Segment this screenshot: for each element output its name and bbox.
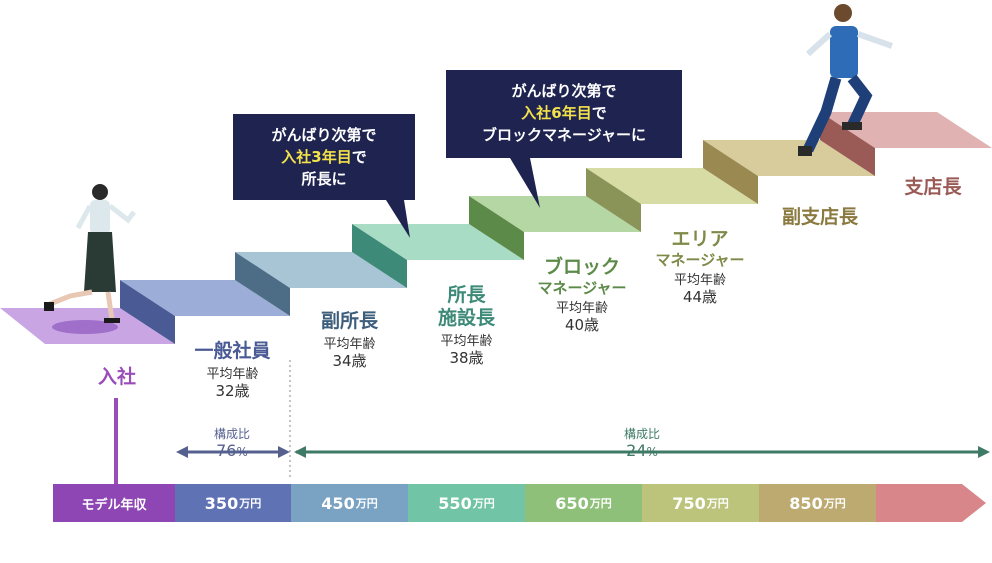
entry-label: 入社 (97, 366, 136, 388)
level-shocho-age-label: 平均年齢 (440, 333, 493, 349)
level-area-age-label: 平均年齢 (673, 272, 726, 288)
salary-650-unit: 万円 (589, 497, 612, 510)
level-ippan-title: 一般社員 (194, 340, 271, 362)
salary-550-value: 550 (438, 493, 472, 513)
step-1-side (120, 280, 175, 344)
level-shocho-age: 38歳 (449, 349, 484, 368)
salary-bar-label-text: モデル年収 (81, 497, 147, 513)
salary-bar-arrow-tip (962, 484, 986, 522)
bubble-2-hl-suffix: で (591, 104, 607, 122)
step-6-side (703, 140, 758, 204)
bubble-2-highlight: 入社6年目 (521, 104, 592, 122)
ratio-label-1: 構成比 76% (190, 427, 274, 460)
step-1-top (120, 280, 290, 316)
step-3-top (352, 224, 524, 260)
man-figure (798, 4, 893, 156)
ratio-2-value-wrap: 24% (600, 440, 684, 460)
ratio-1-label: 構成比 (213, 427, 250, 441)
level-ippan: 一般社員 平均年齢 32歳 (175, 340, 290, 400)
step-4-top (469, 196, 641, 232)
bubble-1-hl-suffix: で (351, 148, 367, 166)
level-area-title: エリア (671, 228, 729, 250)
entry-floor-shadow (52, 320, 118, 334)
level-area: エリア マネージャー 平均年齢 44歳 (640, 228, 760, 306)
level-block-age-label: 平均年齢 (555, 300, 608, 316)
step-3-side (352, 224, 407, 288)
bubble-1-line3: 所長に (301, 170, 347, 188)
bubble-2-tail (510, 158, 540, 208)
salary-750-unit: 万円 (706, 497, 729, 510)
ratio-arrow-1-right-head (278, 446, 290, 458)
ratio-arrow-1-left-head (176, 446, 188, 458)
level-block-title: ブロック (543, 256, 620, 278)
ratio-2-label: 構成比 (623, 427, 660, 441)
salary-850-value: 850 (789, 493, 823, 513)
level-shocho-sub: 施設長 (437, 306, 495, 329)
step-2-top (235, 252, 407, 288)
ratio-1-unit: % (236, 444, 248, 459)
ratio-1-value: 76 (216, 440, 237, 460)
salary-450-value: 450 (321, 493, 355, 513)
level-shocho: 所長 施設長 平均年齢 38歳 (409, 284, 524, 367)
level-ippan-age-label: 平均年齢 (206, 366, 259, 382)
bubble-1-line1: がんばり次第で (271, 126, 377, 144)
step-5-top (586, 168, 758, 204)
step-2-side (235, 252, 290, 316)
bubble-2-line2: 入社6年目で (460, 102, 668, 124)
ratio-label-2: 構成比 24% (600, 427, 684, 460)
level-shocho-title: 所長 (447, 284, 486, 306)
level-shiten-title: 支店長 (904, 176, 962, 198)
level-area-sub: マネージャー (655, 250, 745, 269)
step-7-top (820, 112, 992, 148)
salary-350-value: 350 (204, 493, 239, 513)
step-5-side (586, 168, 641, 232)
level-ippan-age: 32歳 (215, 382, 250, 401)
bubble-1-line2: 入社3年目で (247, 146, 401, 168)
salary-850-unit: 万円 (823, 497, 846, 510)
speech-bubble-1: がんばり次第で 入社3年目で 所長に (233, 114, 415, 200)
salary-bar-label: モデル年収 (53, 484, 175, 522)
woman-figure (44, 184, 136, 323)
bubble-1-tail (386, 200, 410, 238)
level-block-age: 40歳 (564, 316, 600, 335)
ratio-arrow-2-left-head (294, 446, 306, 458)
salary-450-unit: 万円 (355, 497, 378, 510)
level-fukusho-title: 副所長 (320, 310, 378, 332)
level-block-sub: マネージャー (537, 278, 627, 297)
salary-top (876, 484, 962, 522)
level-fukusho-age: 34歳 (332, 352, 367, 371)
level-block: ブロック マネージャー 平均年齢 40歳 (522, 256, 642, 334)
ratio-2-unit: % (646, 444, 658, 459)
salary-350-unit: 万円 (239, 497, 262, 510)
ratio-arrow-2-right-head (978, 446, 990, 458)
level-fukusho: 副所長 平均年齢 34歳 (292, 310, 407, 370)
level-fukushiten-title: 副支店長 (781, 206, 858, 228)
salary-650-value: 650 (555, 493, 589, 513)
salary-750-value: 750 (672, 493, 706, 513)
salary-550-unit: 万円 (472, 497, 495, 510)
bubble-1-highlight: 入社3年目 (281, 148, 352, 166)
bubble-2-line1: がんばり次第で (511, 82, 617, 100)
ratio-2-value: 24 (626, 440, 647, 460)
bubble-2-line3: ブロックマネージャーに (482, 126, 646, 144)
ratio-1-value-wrap: 76% (190, 440, 274, 460)
step-4-side (469, 196, 524, 260)
speech-bubble-2: がんばり次第で 入社6年目で ブロックマネージャーに (446, 70, 682, 158)
step-6-top (703, 140, 875, 176)
level-fukusho-age-label: 平均年齢 (323, 336, 376, 352)
level-area-age: 44歳 (682, 288, 718, 307)
step-7-side (820, 112, 875, 176)
